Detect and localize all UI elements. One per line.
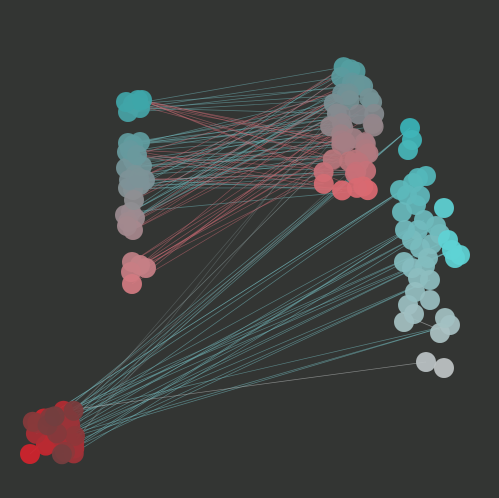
edge bbox=[136, 154, 343, 191]
edge bbox=[61, 219, 425, 455]
node bbox=[416, 352, 436, 372]
edge bbox=[126, 76, 342, 227]
node bbox=[420, 290, 440, 310]
edge bbox=[134, 94, 347, 219]
node bbox=[122, 274, 142, 294]
edge bbox=[50, 219, 425, 424]
edge bbox=[35, 249, 453, 435]
node bbox=[418, 248, 438, 268]
edge bbox=[47, 239, 449, 444]
edge bbox=[132, 144, 342, 161]
edge bbox=[138, 82, 353, 179]
edge bbox=[133, 66, 344, 201]
node bbox=[332, 180, 353, 201]
edge bbox=[73, 225, 437, 454]
edge bbox=[130, 144, 342, 273]
edge bbox=[50, 239, 449, 418]
edge bbox=[65, 162, 360, 436]
edge bbox=[62, 182, 414, 432]
node bbox=[359, 88, 380, 108]
nodes-layer bbox=[20, 57, 470, 465]
edge bbox=[45, 249, 453, 446]
edge bbox=[138, 94, 349, 179]
node bbox=[335, 132, 356, 153]
node bbox=[63, 400, 84, 421]
edge bbox=[132, 68, 351, 191]
node bbox=[127, 145, 147, 165]
node bbox=[116, 92, 136, 112]
node bbox=[395, 220, 415, 240]
edge bbox=[129, 149, 333, 160]
edge bbox=[69, 99, 350, 425]
node bbox=[20, 444, 40, 464]
edge bbox=[74, 84, 356, 443]
edge bbox=[74, 279, 431, 443]
node bbox=[363, 116, 384, 137]
node bbox=[132, 90, 152, 110]
node bbox=[434, 358, 454, 378]
node bbox=[136, 258, 156, 278]
node bbox=[346, 177, 367, 198]
edge bbox=[63, 190, 343, 411]
edge bbox=[139, 76, 342, 109]
edge bbox=[145, 134, 342, 269]
edge bbox=[134, 113, 338, 219]
edge bbox=[47, 182, 414, 426]
edge bbox=[37, 182, 414, 424]
edge bbox=[132, 85, 364, 105]
node bbox=[339, 90, 360, 111]
edge bbox=[69, 361, 427, 411]
edge bbox=[134, 161, 350, 176]
node bbox=[398, 140, 418, 160]
edge bbox=[66, 279, 431, 436]
node bbox=[124, 190, 144, 210]
node bbox=[117, 216, 137, 236]
node bbox=[404, 304, 424, 324]
node bbox=[348, 104, 369, 125]
edge bbox=[64, 279, 431, 453]
edge bbox=[131, 126, 331, 285]
edge bbox=[64, 127, 344, 453]
edge bbox=[127, 84, 355, 113]
edge bbox=[132, 66, 344, 105]
node bbox=[44, 406, 65, 427]
node bbox=[405, 282, 425, 302]
edge bbox=[126, 94, 347, 227]
node bbox=[51, 444, 72, 465]
edge bbox=[129, 149, 324, 185]
node bbox=[450, 245, 470, 265]
edge bbox=[124, 85, 364, 216]
edge bbox=[47, 239, 449, 426]
node bbox=[65, 425, 85, 446]
edge bbox=[125, 101, 350, 162]
edge bbox=[124, 66, 344, 216]
edge bbox=[126, 113, 338, 227]
edge bbox=[62, 324, 451, 441]
edge bbox=[130, 82, 353, 213]
edge bbox=[126, 133, 342, 153]
edge bbox=[139, 103, 334, 266]
node bbox=[392, 202, 412, 222]
edge bbox=[132, 122, 343, 231]
node bbox=[438, 230, 458, 250]
edge bbox=[60, 324, 451, 438]
edge bbox=[128, 68, 351, 181]
edge bbox=[54, 249, 453, 417]
node bbox=[313, 173, 334, 194]
node bbox=[129, 168, 149, 188]
node bbox=[426, 216, 446, 236]
node bbox=[390, 180, 410, 200]
edge bbox=[144, 179, 343, 191]
node bbox=[434, 198, 454, 218]
edge bbox=[73, 142, 346, 411]
node bbox=[435, 308, 455, 328]
edges-layer bbox=[29, 66, 453, 455]
node bbox=[410, 186, 430, 206]
edge bbox=[69, 225, 437, 421]
edge bbox=[132, 93, 343, 231]
